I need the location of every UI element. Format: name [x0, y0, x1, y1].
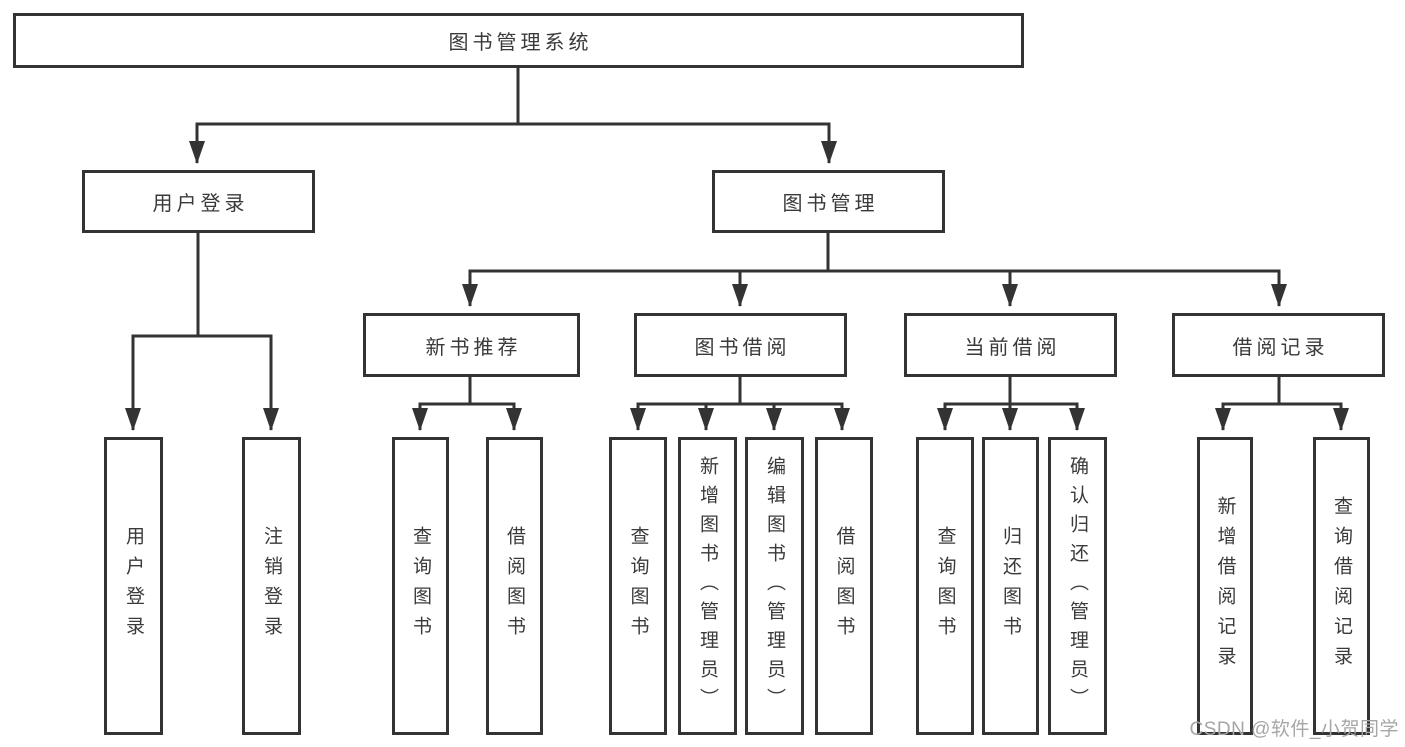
- leaf-current-query-books: 查询图书: [916, 437, 974, 735]
- node-new-book-recommend: 新书推荐: [363, 313, 580, 377]
- leaf-current-return-books: 归还图书: [982, 437, 1039, 735]
- connector-new-books-branch: [418, 375, 516, 406]
- watermark: CSDN @软件_小贺同学: [1189, 719, 1399, 740]
- node-book-management: 图书管理: [712, 170, 945, 233]
- connector-borrow-records-branch: [1221, 375, 1343, 406]
- leaf-current-confirm-return-admin: 确认归还（管理员）: [1048, 437, 1107, 735]
- leaf-user-login: 用户登录: [104, 437, 163, 735]
- leaf-borrow-add-books-admin: 新增图书（管理员）: [678, 437, 737, 735]
- connector-book-mgmt-branch: [468, 231, 1281, 273]
- connector-current-borrow-branch: [943, 375, 1079, 406]
- leaf-borrow-query-books: 查询图书: [609, 437, 667, 735]
- node-user-login: 用户登录: [82, 170, 315, 233]
- node-book-borrow: 图书借阅: [634, 313, 847, 377]
- connector-user-login-branch: [131, 231, 273, 338]
- leaf-records-query: 查询借阅记录: [1313, 437, 1370, 735]
- leaf-borrow-borrow-books: 借阅图书: [815, 437, 873, 735]
- leaf-newbooks-query-books: 查询图书: [392, 437, 449, 735]
- node-current-borrow: 当前借阅: [904, 313, 1117, 377]
- leaf-records-add: 新增借阅记录: [1197, 437, 1253, 735]
- connector-book-borrow-branch: [636, 375, 844, 406]
- node-borrow-records: 借阅记录: [1172, 313, 1385, 377]
- leaf-newbooks-borrow-books: 借阅图书: [486, 437, 543, 735]
- connector-root-branch: [195, 66, 831, 126]
- node-root: 图书管理系统: [13, 13, 1024, 68]
- leaf-borrow-edit-books-admin: 编辑图书（管理员）: [745, 437, 804, 735]
- leaf-logout: 注销登录: [242, 437, 301, 735]
